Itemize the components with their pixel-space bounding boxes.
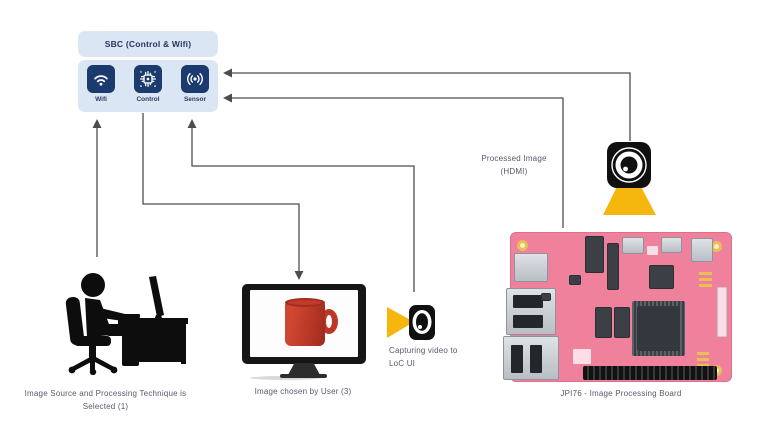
board-port-small xyxy=(514,253,548,282)
processed-caption-line1: Processed Image xyxy=(481,154,547,163)
board-fpc-connector xyxy=(607,243,619,290)
capture-caption-line1: Capturing video to xyxy=(389,346,458,355)
sbc-module-control-label: Control xyxy=(136,96,160,103)
sbc-modules-box: Wifi Control xyxy=(78,60,218,112)
mug-rim-inner xyxy=(288,300,322,305)
sbc-module-sensor: Sensor xyxy=(180,65,210,112)
board-micro-usb xyxy=(622,237,644,254)
board-micro-usb xyxy=(661,237,682,253)
sbc-title-label: SBC (Control & Wifi) xyxy=(104,39,192,49)
processed-camera-caption: Processed Image (HDMI) xyxy=(468,152,560,178)
monitor-caption: Image chosen by User (3) xyxy=(254,387,352,396)
sbc-title-box: SBC (Control & Wifi) xyxy=(78,31,218,57)
sbc-module-sensor-label: Sensor xyxy=(183,96,207,103)
sensor-icon xyxy=(181,65,209,93)
wifi-icon xyxy=(87,65,115,93)
board-chip xyxy=(649,265,674,289)
capture-camera-icon xyxy=(409,305,435,340)
capture-camera-caption: Capturing video to LoC UI xyxy=(389,344,479,370)
board-hdmi-port xyxy=(691,238,713,262)
sbc-module-control: Control xyxy=(133,65,163,112)
processed-camera-beam xyxy=(603,187,656,215)
board-fpc-right xyxy=(717,287,727,337)
arrow-control-to-monitor xyxy=(142,113,304,280)
pink-sbc-board-image xyxy=(503,232,732,382)
board-chip xyxy=(541,293,551,301)
monitor-base xyxy=(280,374,327,378)
board-chip xyxy=(569,275,581,285)
user-caption-line1: Image Source and Processing Technique is xyxy=(24,389,187,398)
capture-caption-line2: LoC UI xyxy=(389,359,416,368)
board-fpc-connector xyxy=(585,236,604,273)
board-soc-chip xyxy=(632,301,685,356)
board-ethernet-port xyxy=(503,336,559,380)
sbc-module-wifi: Wifi xyxy=(86,65,116,112)
board-caption: JPI76 - Image Processing Board xyxy=(560,389,682,398)
mug-body xyxy=(285,301,325,346)
board-gpio-header xyxy=(583,366,717,380)
processed-caption-line2: (HDMI) xyxy=(500,167,528,176)
board-ram-chip xyxy=(614,307,630,338)
arrow-capture-camera-to-sensor xyxy=(187,119,415,292)
chip-icon xyxy=(134,65,162,93)
arrow-processed-camera-to-sbc xyxy=(223,68,631,141)
user-caption-line2: Selected (1) xyxy=(82,402,129,411)
person-at-desk-icon xyxy=(65,273,188,375)
board-silkscreen-block xyxy=(573,349,591,364)
board-mount-hole xyxy=(517,240,528,251)
board-ram-chip xyxy=(595,307,612,338)
sbc-module-wifi-label: Wifi xyxy=(95,96,107,103)
board-component xyxy=(647,246,658,255)
processed-camera-icon xyxy=(607,142,651,188)
board-gold-pads xyxy=(697,351,709,367)
user-caption: Image Source and Processing Technique is… xyxy=(18,387,193,413)
monitor-screen xyxy=(250,290,358,357)
board-gold-pads xyxy=(699,269,712,287)
monitor-shadow xyxy=(250,376,320,380)
monitor-stand xyxy=(288,363,320,375)
